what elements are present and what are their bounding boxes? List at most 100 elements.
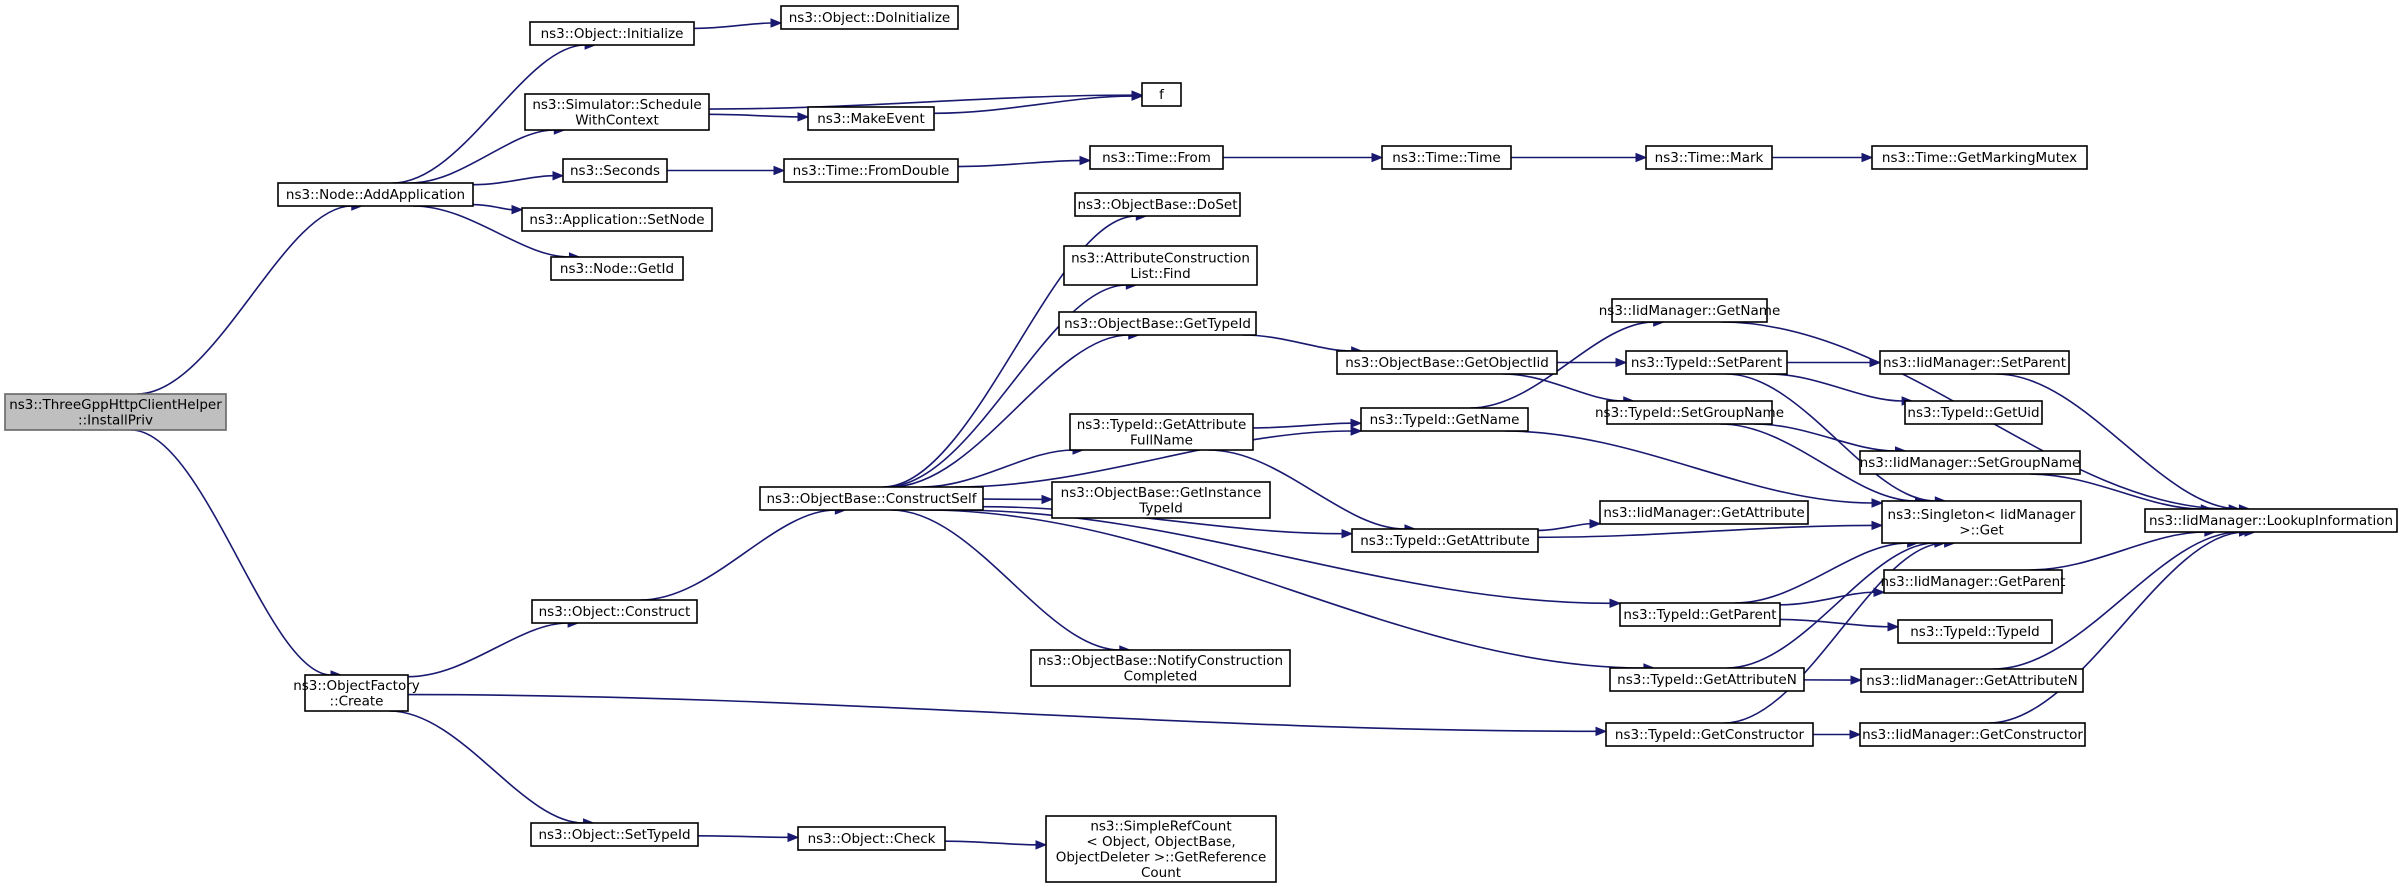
- node-typeid-getattribute[interactable]: ns3::TypeId::GetAttribute: [1351, 528, 1539, 553]
- node-typeid-getattributen[interactable]: ns3::TypeId::GetAttributeN: [1609, 667, 1805, 692]
- node-ob-notifyconstruction[interactable]: ns3::ObjectBase::NotifyConstructionCompl…: [1030, 649, 1291, 687]
- node-box: [1859, 722, 2086, 747]
- edge-ob-getobjectiid-to-typeid-setparent: [1556, 357, 1628, 368]
- arrowhead: [1609, 598, 1622, 609]
- node-app-setnode[interactable]: ns3::Application::SetNode: [521, 207, 713, 232]
- edge-line: [409, 129, 555, 184]
- node-f[interactable]: f: [1141, 82, 1182, 107]
- edge-node-add-app-to-app-setnode: [472, 203, 524, 215]
- arrowhead: [773, 165, 786, 176]
- node-typeid-getconstructor[interactable]: ns3::TypeId::GetConstructor: [1605, 722, 1814, 747]
- node-node-getid[interactable]: ns3::Node::GetId: [550, 256, 684, 281]
- node-label: ns3::Simulator::Schedule: [532, 97, 701, 113]
- node-label: < Object, ObjectBase,: [1086, 834, 1235, 850]
- node-label: ns3::ObjectBase::GetTypeId: [1064, 316, 1251, 332]
- node-label: ns3::ObjectBase::GetObjectIid: [1345, 355, 1549, 371]
- node-label: ns3::IidManager::GetParent: [1881, 574, 2066, 590]
- node-time-time[interactable]: ns3::Time::Time: [1381, 145, 1512, 170]
- node-node-add-app[interactable]: ns3::Node::AddApplication: [277, 182, 474, 207]
- arrowhead: [1035, 840, 1048, 850]
- node-seconds[interactable]: ns3::Seconds: [562, 158, 668, 183]
- arrowhead: [1350, 418, 1363, 428]
- arrowhead: [1615, 357, 1628, 368]
- edge-line: [885, 284, 1127, 488]
- node-label: ns3::Object::Initialize: [541, 26, 684, 42]
- node-obj-doinitialize[interactable]: ns3::Object::DoInitialize: [780, 5, 959, 30]
- node-label: ns3::ObjectBase::GetInstance: [1061, 485, 1262, 501]
- edge-obj-check-to-simplerefcount: [944, 840, 1048, 850]
- node-ob-gettypeid[interactable]: ns3::ObjectBase::GetTypeId: [1058, 311, 1257, 336]
- arrowhead: [1131, 91, 1144, 101]
- edge-line: [137, 205, 352, 395]
- node-label: ns3::Time::FromDouble: [793, 163, 950, 179]
- node-typeid-typeid[interactable]: ns3::TypeId::TypeId: [1897, 619, 2053, 644]
- node-ob-getobjectiid[interactable]: ns3::ObjectBase::GetObjectIid: [1336, 350, 1558, 375]
- node-label: ns3::Time::From: [1102, 150, 1211, 166]
- node-iid-lookupinformation[interactable]: ns3::IidManager::LookupInformation: [2144, 508, 2398, 533]
- node-time-from[interactable]: ns3::Time::From: [1089, 145, 1224, 170]
- edge-line: [1754, 423, 1896, 452]
- node-label: ns3::IidManager::GetConstructor: [1862, 727, 2083, 743]
- node-label: ns3::Time::Time: [1392, 150, 1500, 166]
- node-ob-doset[interactable]: ns3::ObjectBase::DoSet: [1074, 192, 1241, 217]
- edge-line: [882, 215, 1137, 488]
- node-obj-settypeid[interactable]: ns3::Object::SetTypeId: [530, 822, 699, 847]
- node-typeid-getname[interactable]: ns3::TypeId::GetName: [1360, 407, 1529, 432]
- node-typeid-getparent[interactable]: ns3::TypeId::GetParent: [1619, 602, 1781, 627]
- node-obj-check[interactable]: ns3::Object::Check: [797, 826, 946, 851]
- node-make-event[interactable]: ns3::MakeEvent: [807, 106, 935, 131]
- node-typeid-setparent[interactable]: ns3::TypeId::SetParent: [1625, 350, 1788, 375]
- node-label: ns3::Time::GetMarkingMutex: [1882, 150, 2077, 166]
- node-box: [1879, 350, 2070, 375]
- node-box: [1625, 350, 1788, 375]
- edge-typeid-getparent-to-iid-getparent: [1779, 587, 1886, 606]
- node-typeid-setgroupname[interactable]: ns3::TypeId::SetGroupName: [1595, 400, 1784, 425]
- node-box: [4, 393, 227, 431]
- node-iid-getconstructor[interactable]: ns3::IidManager::GetConstructor: [1859, 722, 2086, 747]
- node-label: f: [1159, 87, 1165, 103]
- node-time-fromdouble[interactable]: ns3::Time::FromDouble: [783, 158, 959, 183]
- node-ob-constructself[interactable]: ns3::ObjectBase::ConstructSelf: [759, 486, 984, 511]
- node-iid-getattributen[interactable]: ns3::IidManager::GetAttributeN: [1860, 668, 2084, 693]
- arrowhead: [1595, 726, 1608, 737]
- edge-ob-constructself-to-typeid-getname: [954, 426, 1363, 488]
- node-install-priv[interactable]: ns3::ThreeGppHttpClientHelper::InstallPr…: [4, 393, 227, 431]
- node-label: ns3::Node::GetId: [560, 261, 674, 277]
- node-iid-setgroupname[interactable]: ns3::IidManager::SetGroupName: [1859, 450, 2081, 475]
- node-label: List::Find: [1130, 266, 1190, 282]
- node-label: TypeId: [1138, 500, 1183, 516]
- node-obj-factory-create[interactable]: ns3::ObjectFactory::Create: [293, 674, 420, 712]
- node-box: [1609, 667, 1805, 692]
- arrowhead: [787, 832, 800, 843]
- node-obj-construct[interactable]: ns3::Object::Construct: [531, 599, 698, 624]
- edge-line: [1504, 430, 1873, 504]
- node-singleton-get[interactable]: ns3::Singleton< IidManager>::Get: [1881, 500, 2082, 544]
- edge-obj-factory-create-to-typeid-getconstructor: [407, 693, 1608, 737]
- node-label: ns3::ObjectFactory: [293, 678, 420, 694]
- node-iid-getname[interactable]: ns3::IidManager::GetName: [1599, 298, 1781, 323]
- node-simplerefcount[interactable]: ns3::SimpleRefCount< Object, ObjectBase,…: [1045, 815, 1277, 883]
- node-box: [304, 674, 409, 712]
- edge-ob-constructself-to-typeid-getparent: [953, 509, 1622, 609]
- node-box: [1141, 82, 1182, 107]
- node-iid-getattribute[interactable]: ns3::IidManager::GetAttribute: [1599, 500, 1809, 525]
- edge-typeid-getattrfullname-to-typeid-getname: [1252, 418, 1363, 429]
- node-typeid-getuid[interactable]: ns3::TypeId::GetUid: [1904, 400, 2043, 425]
- edge-typeid-getattributen-to-iid-getattributen: [1803, 675, 1863, 685]
- node-box: [1063, 245, 1258, 286]
- node-time-getmarkingmutex[interactable]: ns3::Time::GetMarkingMutex: [1871, 145, 2088, 170]
- edge-line: [708, 94, 1133, 110]
- arrowhead: [1871, 498, 1884, 508]
- edge-line: [392, 44, 586, 184]
- node-time-mark[interactable]: ns3::Time::Mark: [1645, 145, 1773, 170]
- node-obj-initialize[interactable]: ns3::Object::Initialize: [529, 21, 695, 46]
- node-iid-getparent[interactable]: ns3::IidManager::GetParent: [1881, 569, 2066, 594]
- node-box: [780, 5, 959, 30]
- node-iid-setparent[interactable]: ns3::IidManager::SetParent: [1879, 350, 2070, 375]
- node-box: [1619, 602, 1781, 627]
